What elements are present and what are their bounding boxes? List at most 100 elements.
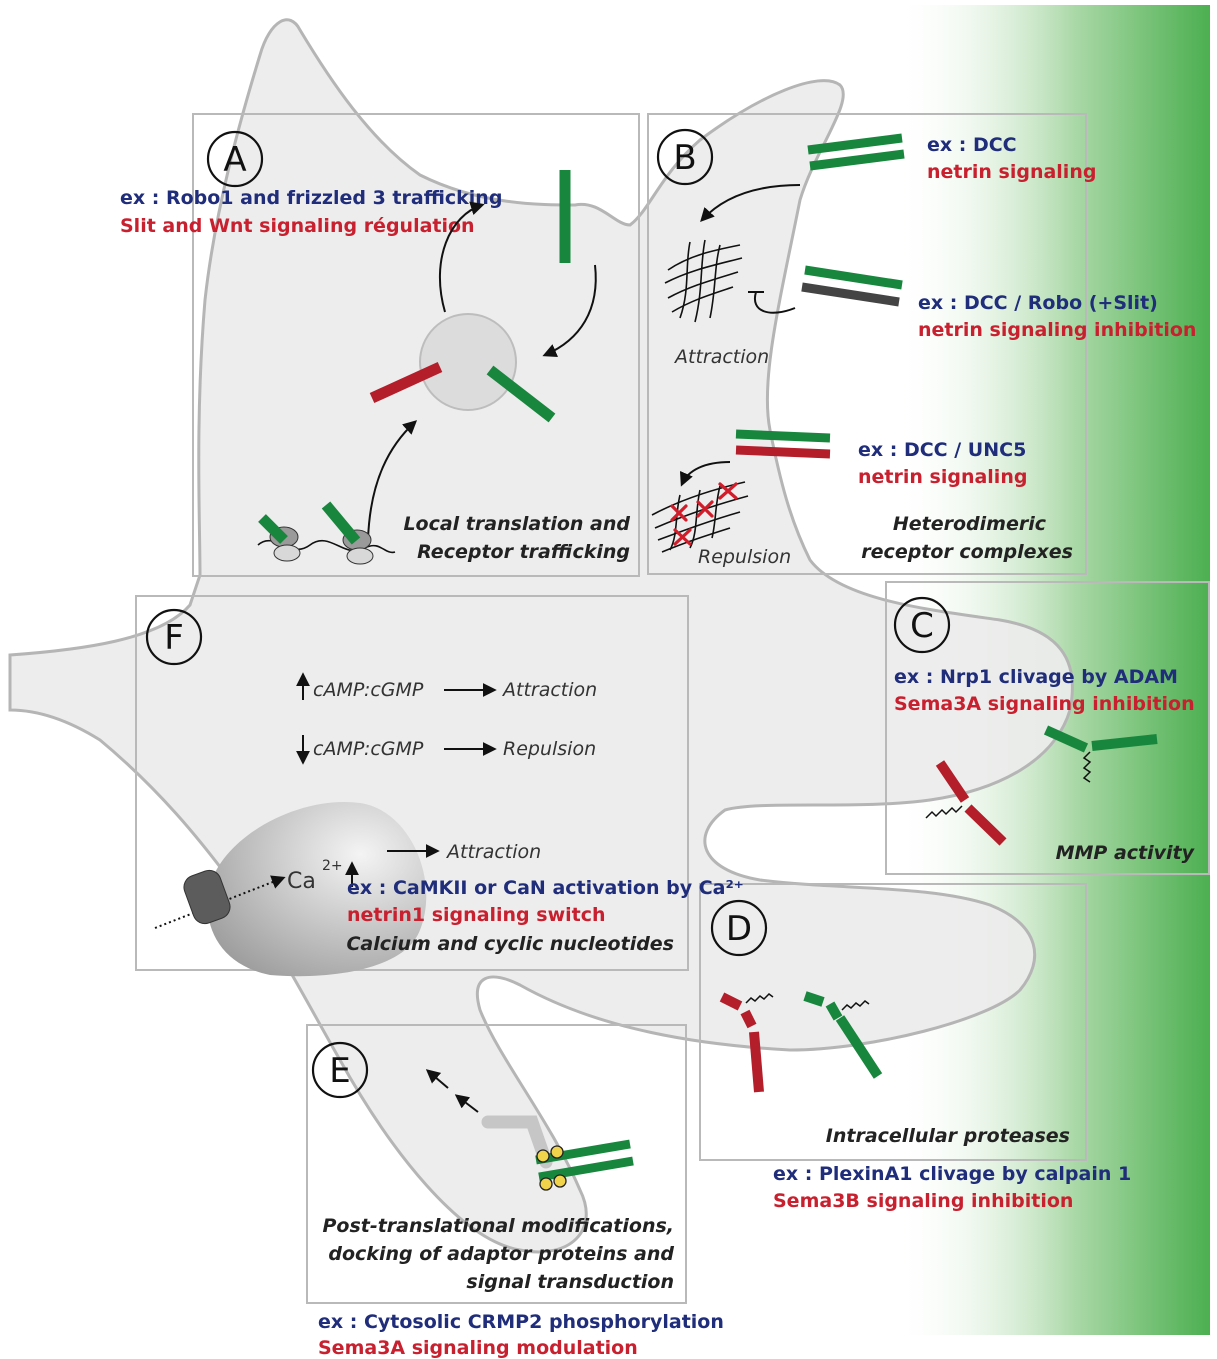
phosphate-4 (553, 1174, 567, 1188)
trafficking-arrow-up (438, 201, 485, 313)
receptor-e-bottom (538, 1156, 634, 1182)
panel-b-example-1: ex : DCC (927, 134, 1017, 156)
panel-a: A ex : Robo1 and frizzled 3 trafficking … (120, 113, 640, 577)
dcc-receptor-top (807, 133, 903, 155)
nrp1-arm-right (1091, 734, 1158, 751)
plexin-green-small (825, 1001, 843, 1021)
dcc-receptor-bottom (809, 149, 905, 171)
plexin-green-fragment (803, 991, 825, 1007)
receptor-e-top (535, 1139, 631, 1165)
attraction-label: Attraction (673, 346, 769, 368)
panel-f-caption: Calcium and cyclic nucleotides (346, 933, 674, 955)
panel-a-frame (192, 113, 640, 577)
panel-c-frame (885, 581, 1210, 875)
panel-b-signaling-2: netrin signaling inhibition (918, 319, 1196, 341)
panel-b-example-3: ex : DCC / UNC5 (858, 439, 1026, 461)
endosome (419, 313, 517, 411)
panel-c-letter: C (910, 606, 934, 646)
panel-a-caption-line2: Receptor trafficking (417, 541, 630, 563)
translation-arrow (367, 420, 418, 541)
trafficking-arrow-down (542, 264, 597, 358)
panel-c-caption: MMP activity (1056, 842, 1196, 864)
cleavage-marks (670, 482, 738, 546)
panel-b: B ex : DCC netrin signaling ex : DCC / R… (647, 113, 1196, 575)
panel-f-letter: F (164, 618, 184, 658)
ribosome-2-small (346, 547, 374, 565)
panel-c-letter-circle (893, 596, 951, 654)
attraction-arrow (700, 184, 801, 223)
panel-c-signaling: Sema3A signaling inhibition (894, 693, 1195, 715)
panel-a-caption-line1: Local translation and (403, 513, 630, 535)
panel-d-letter-circle (710, 899, 768, 957)
panel-e-signaling: Sema3A signaling modulation (318, 1337, 638, 1359)
panel-f-letter-circle (145, 608, 203, 666)
dcc-unc5-receptor-green (735, 429, 831, 443)
panel-b-frame (647, 113, 1087, 575)
panel-e-caption-line2: docking of adaptor proteins and (328, 1243, 674, 1265)
actin-network-attraction (664, 239, 743, 323)
panel-d-frame (699, 883, 1087, 1161)
panel-e-caption-line1: Post-translational modifications, (322, 1215, 674, 1237)
panel-e-example: ex : Cytosolic CRMP2 phosphorylation (318, 1311, 724, 1333)
panel-a-letter-circle (206, 130, 264, 188)
repulsion-arrow (679, 461, 731, 487)
panel-f-frame (135, 595, 689, 971)
signal-arrow-2 (425, 1069, 449, 1089)
panel-e-letter: E (329, 1051, 350, 1091)
phosphate-2 (550, 1145, 564, 1159)
panel-a-example: ex : Robo1 and frizzled 3 trafficking (120, 187, 502, 209)
f-line1-result: Attraction (501, 679, 597, 701)
ion-base: Ca (287, 869, 316, 894)
plexin-red-fragment (719, 992, 743, 1011)
phosphate-3 (539, 1177, 553, 1191)
plexin-green-tail (841, 1000, 870, 1011)
panel-d-example: ex : PlexinA1 clivage by calpain 1 (773, 1163, 1131, 1185)
panel-d-caption: Intracellular proteases (826, 1125, 1070, 1147)
plexin-red-stem (749, 1031, 764, 1093)
nascent-receptor-1 (258, 514, 288, 544)
inhibition-line (753, 291, 796, 314)
calcium-channel (183, 869, 231, 925)
panel-a-signaling: Slit and Wnt signaling régulation (120, 215, 475, 237)
plexin-red-tail (745, 993, 774, 1004)
panel-b-caption-line2: receptor complexes (861, 541, 1073, 563)
nrp1-tail (1082, 751, 1092, 783)
f-line3-result: Attraction (445, 841, 541, 863)
ribosome-1-small (273, 544, 301, 562)
panel-d: D Intracellular proteases ex : PlexinA1 … (699, 883, 1131, 1212)
panel-b-letter: B (673, 138, 696, 178)
panel-e: E Post-translational modifications, dock… (306, 1024, 724, 1359)
f-line2-text: cAMP:cGMP (313, 738, 424, 760)
actin-network-repulsion (651, 481, 749, 553)
panel-b-signaling-1: netrin signaling (927, 161, 1096, 183)
panel-b-example-2: ex : DCC / Robo (+Slit) (918, 292, 1158, 314)
signal-arrow-1 (454, 1094, 479, 1113)
nascent-receptor-2 (321, 501, 361, 545)
cleaved-receptor-lower (964, 804, 1007, 846)
panel-d-letter: D (726, 909, 752, 949)
receptor-green-endosome (486, 365, 556, 423)
cleaved-receptor-upper (935, 760, 970, 803)
dcc-robo-receptor-green (804, 265, 903, 290)
dcc-robo-receptor-grey (801, 282, 900, 307)
dcc-unc5-receptor-red (735, 445, 831, 459)
panel-c: C ex : Nrp1 clivage by ADAM Sema3A signa… (885, 581, 1210, 875)
panel-b-signaling-3: netrin signaling (858, 466, 1027, 488)
plexin-red-small (740, 1009, 757, 1029)
ion-charge: 2+ (322, 858, 343, 874)
panel-e-frame (306, 1024, 687, 1304)
panel-c-example: ex : Nrp1 clivage by ADAM (894, 666, 1178, 688)
panel-d-signaling: Sema3B signaling inhibition (773, 1190, 1073, 1212)
f-line2-result: Repulsion (503, 738, 596, 760)
panel-f-signaling: netrin1 signaling switch (347, 904, 606, 926)
nucleus-soma (207, 801, 427, 977)
f-line1-text: cAMP:cGMP (313, 679, 424, 701)
panel-e-caption-line3: signal transduction (466, 1271, 674, 1293)
panel-f-example: ex : CaMKII or CaN activation by Ca²⁺ (347, 877, 744, 899)
phosphate-1 (536, 1149, 550, 1163)
panel-b-letter-circle (656, 128, 714, 186)
panel-e-letter-circle (311, 1041, 369, 1099)
cleaved-receptor-tail (925, 805, 963, 819)
adaptor-protein (481, 1115, 553, 1169)
